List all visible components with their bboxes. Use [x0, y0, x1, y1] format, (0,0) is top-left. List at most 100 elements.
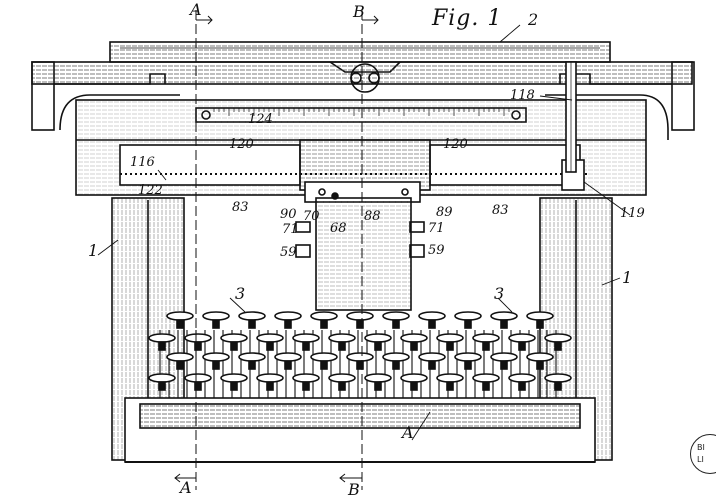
key-cap — [526, 352, 554, 362]
key-cap — [328, 373, 356, 383]
ref-83-right: 83 — [492, 203, 509, 218]
key-cap-stem — [500, 360, 508, 370]
key-cap — [310, 352, 338, 362]
key-cap — [490, 311, 518, 321]
section-lines — [174, 10, 379, 490]
key-cap — [490, 352, 518, 362]
stamp-text-1: BI — [697, 443, 705, 452]
key-cap — [544, 333, 572, 343]
ref-70: 70 — [303, 209, 320, 224]
section-mark-a-top: A — [190, 0, 202, 19]
space-bar-base — [124, 397, 596, 463]
key-cap — [148, 333, 176, 343]
ref-116: 116 — [130, 155, 155, 170]
key-cap-stem — [464, 319, 472, 329]
key-cap-stem — [194, 341, 202, 351]
key-cap-stem — [356, 319, 364, 329]
ref-88: 88 — [364, 209, 381, 224]
key-cap-stem — [446, 341, 454, 351]
key-cap-stem — [176, 319, 184, 329]
key-cap — [292, 333, 320, 343]
key-cap — [238, 352, 266, 362]
leader-lines — [97, 24, 631, 441]
key-cap — [274, 311, 302, 321]
key-caps — [148, 311, 572, 391]
key-cap — [148, 373, 176, 383]
key-cap-stem — [428, 360, 436, 370]
key-cap — [472, 373, 500, 383]
key-cap-stem — [248, 360, 256, 370]
ref-3-right: 3 — [494, 284, 505, 303]
ref-71-left: 71 — [282, 222, 299, 237]
ref-2: 2 — [528, 10, 539, 29]
key-cap — [166, 311, 194, 321]
ref-124: 124 — [248, 112, 273, 127]
key-cap — [274, 352, 302, 362]
key-cap-stem — [248, 319, 256, 329]
section-mark-b-top: B — [353, 2, 365, 21]
key-cap-stem — [302, 341, 310, 351]
section-mark-b-bottom: B — [348, 480, 360, 499]
key-cap — [310, 311, 338, 321]
key-cap-stem — [284, 360, 292, 370]
key-cap — [220, 373, 248, 383]
ref-59-right: 59 — [428, 243, 445, 258]
ref-3-left: 3 — [235, 284, 246, 303]
key-cap — [364, 333, 392, 343]
key-cap-stem — [284, 319, 292, 329]
key-cap — [436, 373, 464, 383]
rod-118 — [565, 61, 577, 173]
ref-1-left: 1 — [88, 241, 99, 260]
key-cap-stem — [536, 319, 544, 329]
ref-71-right: 71 — [428, 221, 445, 236]
key-cap — [166, 352, 194, 362]
key-cap — [526, 311, 554, 321]
figure-title: Fig. 1 — [432, 6, 503, 31]
key-cap — [454, 352, 482, 362]
key-cap-stem — [428, 319, 436, 329]
key-cap-stem — [518, 341, 526, 351]
key-cap-stem — [554, 381, 562, 391]
key-cap-stem — [374, 381, 382, 391]
section-mark-a-bottom: A — [180, 478, 192, 497]
ref-59-left: 59 — [280, 245, 297, 260]
key-cap-stem — [194, 381, 202, 391]
key-cap-stem — [482, 341, 490, 351]
key-cap — [346, 352, 374, 362]
key-cap — [292, 373, 320, 383]
ref-120-right: 120 — [443, 137, 468, 152]
key-cap-stem — [320, 319, 328, 329]
key-cap-stem — [320, 360, 328, 370]
key-cap-stem — [338, 341, 346, 351]
key-cap — [184, 373, 212, 383]
key-cap-stem — [302, 381, 310, 391]
key-cap-stem — [338, 381, 346, 391]
key-cap-stem — [392, 360, 400, 370]
key-cap — [202, 352, 230, 362]
ref-89: 89 — [436, 205, 453, 220]
key-cap — [220, 333, 248, 343]
key-cap — [238, 311, 266, 321]
key-cap-stem — [212, 360, 220, 370]
fittings — [295, 192, 425, 258]
key-cap-stem — [356, 360, 364, 370]
ref-1-right: 1 — [622, 268, 633, 287]
key-cap-stem — [500, 319, 508, 329]
ref-A-base: A — [402, 423, 414, 442]
stamp-text-2: LI — [697, 455, 704, 464]
key-cap-stem — [410, 341, 418, 351]
key-cap-stem — [230, 381, 238, 391]
key-cap-stem — [446, 381, 454, 391]
key-cap — [364, 373, 392, 383]
ref-90: 90 — [280, 207, 297, 222]
key-cap-stem — [410, 381, 418, 391]
key-cap — [418, 311, 446, 321]
ref-83-left: 83 — [232, 200, 249, 215]
key-cap — [544, 373, 572, 383]
key-cap-stem — [176, 360, 184, 370]
key-cap — [382, 352, 410, 362]
ref-122: 122 — [138, 183, 163, 198]
key-cap — [418, 352, 446, 362]
key-cap — [256, 333, 284, 343]
